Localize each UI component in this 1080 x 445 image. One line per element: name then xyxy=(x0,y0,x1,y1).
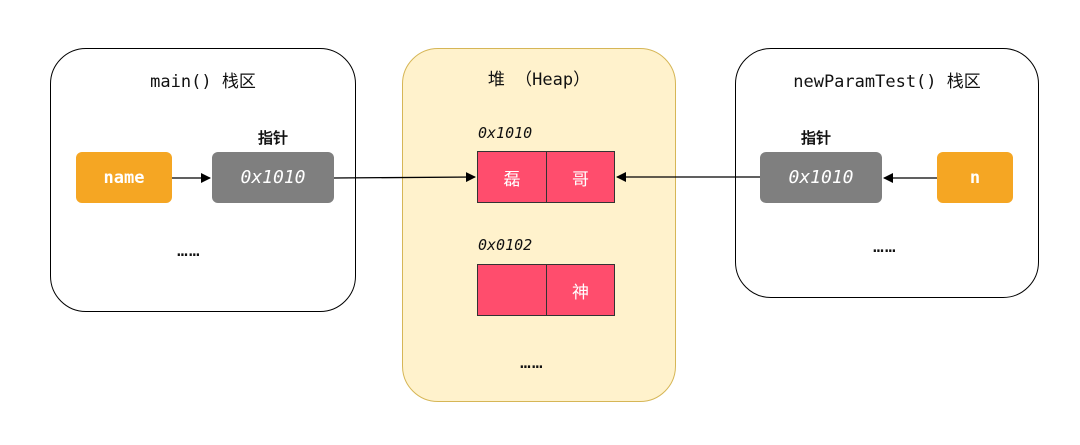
param-pointer-box: 0x1010 xyxy=(760,152,882,203)
heap-obj2-address: 0x0102 xyxy=(478,236,533,254)
arrow-main-pointer-to-heap xyxy=(333,172,476,183)
main-pointer-box: 0x1010 xyxy=(212,152,334,203)
heap-ellipsis: …… xyxy=(520,352,544,373)
param-n-variable: n xyxy=(937,152,1013,203)
param-pointer-label: 指针 xyxy=(800,129,831,147)
main-pointer-label: 指针 xyxy=(257,129,288,147)
heap-title: 堆 （Heap） xyxy=(487,70,591,90)
param-stack-title: newParamTest() 栈区 xyxy=(793,72,981,92)
heap-obj2-cell-2: 神 xyxy=(546,264,615,316)
param-stack-ellipsis: …… xyxy=(873,236,897,257)
main-stack-ellipsis: …… xyxy=(177,240,201,261)
heap-obj2-cell-1 xyxy=(477,264,547,316)
main-name-variable: name xyxy=(76,152,172,203)
heap-obj1-address: 0x1010 xyxy=(478,124,533,142)
heap-obj1-cell-2: 哥 xyxy=(546,151,615,203)
heap-obj1-cell-1: 磊 xyxy=(477,151,547,203)
main-stack-title: main() 栈区 xyxy=(150,72,256,92)
heap-region: 堆 （Heap） xyxy=(402,48,676,402)
